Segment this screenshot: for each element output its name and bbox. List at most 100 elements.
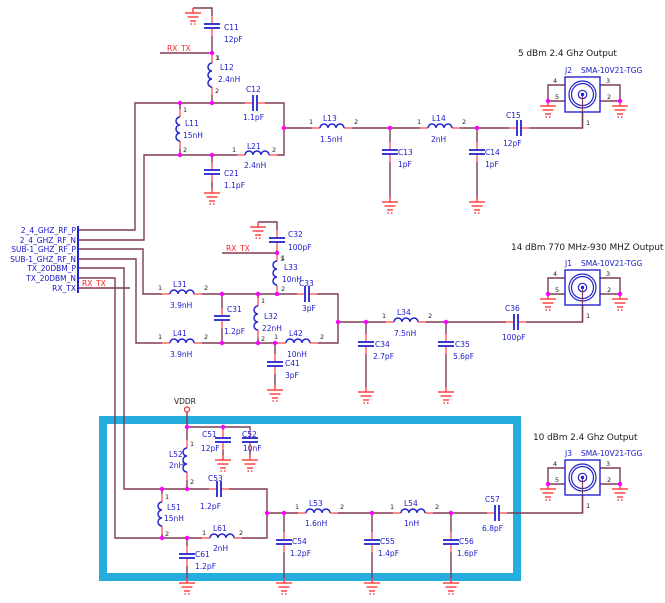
l14-inductor-symbol[interactable] <box>419 123 461 129</box>
j1-pin1-label: 1 <box>586 312 590 320</box>
l33-inductor-symbol[interactable] <box>272 252 278 294</box>
c53-capacitor-symbol[interactable] <box>208 480 230 498</box>
l12-ref-label: L12 <box>220 63 234 72</box>
l54-value-label: 1nH <box>404 519 419 528</box>
l14-value-label: 2nH <box>431 135 446 144</box>
j1-pin3-label: 3 <box>606 270 610 278</box>
l11-inductor-symbol[interactable] <box>175 108 181 150</box>
net-wire <box>79 102 245 231</box>
c14-ref-label: C14 <box>485 148 500 157</box>
l61-ref-label: L61 <box>213 524 227 533</box>
c15-capacitor-symbol[interactable] <box>508 119 530 137</box>
sma-connector-symbol[interactable] <box>564 76 601 113</box>
sma-connector-symbol[interactable] <box>564 269 601 306</box>
ground-symbol <box>249 221 267 239</box>
l54-pin2-label: 2 <box>435 503 439 511</box>
junction-dot <box>617 98 623 104</box>
port-label-2-4-ghz-rf-p[interactable]: 2_4_GHZ_RF_P <box>21 226 77 235</box>
l32-inductor-symbol[interactable] <box>253 297 259 339</box>
c12-ref-label: C12 <box>246 85 261 94</box>
junction-dot <box>209 50 215 56</box>
l42-inductor-symbol[interactable] <box>277 338 319 344</box>
port-label-tx-20dbm-p[interactable]: TX_20DBM_P <box>26 264 76 273</box>
l12-value-label: 2.4nH <box>218 75 240 84</box>
l61-value-label: 2nH <box>213 544 228 553</box>
junction-dot <box>184 424 190 430</box>
l51-inductor-symbol[interactable] <box>157 493 163 535</box>
junction-dot <box>363 319 369 325</box>
l32-pin1-label: 1 <box>261 297 265 305</box>
l21-inductor-symbol[interactable] <box>236 150 278 156</box>
l61-inductor-symbol[interactable] <box>201 533 243 539</box>
c13-capacitor-symbol[interactable] <box>381 141 399 163</box>
net-label-rx-tx[interactable]: RX_TX <box>226 244 250 253</box>
l13-inductor-symbol[interactable] <box>311 123 353 129</box>
j3-pin2-label: 2 <box>607 476 611 484</box>
port-label-rx-tx[interactable]: RX_TX <box>52 284 76 293</box>
l61-pin2-label: 2 <box>239 529 243 537</box>
l34-inductor-symbol[interactable] <box>385 317 427 323</box>
port-label-sub-1-ghz-rf-n[interactable]: SUB-1_GHZ_RF_N <box>10 255 76 264</box>
junction-dot <box>177 100 183 106</box>
j1-part-label: SMA-10V21-TGG <box>581 259 643 268</box>
j1-pin5-label: 5 <box>555 286 559 294</box>
l52-inductor-symbol[interactable] <box>182 439 188 481</box>
c41-capacitor-symbol[interactable] <box>266 353 284 375</box>
l21-pin2-label: 2 <box>272 146 276 154</box>
j2-pin1-label: 1 <box>586 119 590 127</box>
net-label-rx-tx[interactable]: RX_TX <box>82 279 106 288</box>
l14-ref-label: L14 <box>432 114 446 123</box>
junction-dot <box>545 291 551 297</box>
l61-pin1-label: 1 <box>202 529 206 537</box>
c56-ref-label: C56 <box>459 537 474 546</box>
l54-inductor-symbol[interactable] <box>392 508 434 514</box>
ground-symbol <box>437 386 455 404</box>
l13-pin1-label: 1 <box>309 118 313 126</box>
junction-dot <box>545 481 551 487</box>
c35-capacitor-symbol[interactable] <box>437 333 455 355</box>
l53-inductor-symbol[interactable] <box>297 508 339 514</box>
port-label-sub-1-ghz-rf-p[interactable]: SUB-1_GHZ_RF_P <box>11 245 76 254</box>
c34-capacitor-symbol[interactable] <box>357 333 375 355</box>
c21-capacitor-symbol[interactable] <box>203 161 221 183</box>
c54-ref-label: C54 <box>292 537 307 546</box>
l12-pin1-label: 1 <box>215 54 219 62</box>
c12-capacitor-symbol[interactable] <box>244 94 266 112</box>
junction-dot <box>369 510 375 516</box>
l41-inductor-symbol[interactable] <box>161 338 203 344</box>
c36-capacitor-symbol[interactable] <box>505 313 527 331</box>
ground-symbol <box>241 454 259 472</box>
junction-dot <box>474 125 480 131</box>
l34-pin1-label: 1 <box>382 312 386 320</box>
l54-ref-label: L54 <box>404 499 418 508</box>
c11-capacitor-symbol[interactable] <box>203 15 221 37</box>
port-label-2-4-ghz-rf-n[interactable]: 2_4_GHZ_RF_N <box>20 236 76 245</box>
port-label-tx-20dbm-n[interactable]: TX_20DBM_N <box>25 274 76 283</box>
c14-capacitor-symbol[interactable] <box>468 141 486 163</box>
junction-dot <box>220 424 226 430</box>
c61-capacitor-symbol[interactable] <box>178 545 196 567</box>
c33-capacitor-symbol[interactable] <box>296 285 318 303</box>
l12-inductor-symbol[interactable] <box>207 54 213 96</box>
c21-ref-label: C21 <box>224 169 239 178</box>
c57-capacitor-symbol[interactable] <box>486 504 508 522</box>
l33-pin2-label: 2 <box>281 285 285 293</box>
l21-ref-label: L21 <box>247 142 261 151</box>
l51-value-label: 15nH <box>164 514 184 523</box>
net-wire <box>193 7 213 16</box>
l31-inductor-symbol[interactable] <box>161 289 203 295</box>
junction-dot <box>264 510 270 516</box>
j2-pin5-label: 5 <box>555 93 559 101</box>
port-list: 2_4_GHZ_RF_P2_4_GHZ_RF_NSUB-1_GHZ_RF_PSU… <box>10 226 79 293</box>
j3-pin5-label: 5 <box>555 476 559 484</box>
output-title-middle: 14 dBm 770 MHz-930 MHZ Output <box>511 243 664 253</box>
sma-connector-symbol[interactable] <box>564 459 601 496</box>
c53-ref-label: C53 <box>208 474 223 483</box>
net-label-rx-tx[interactable]: RX_TX <box>167 44 191 53</box>
c11-ref-label: C11 <box>224 23 239 32</box>
c32-capacitor-symbol[interactable] <box>268 229 286 251</box>
junction-dot <box>335 319 341 325</box>
